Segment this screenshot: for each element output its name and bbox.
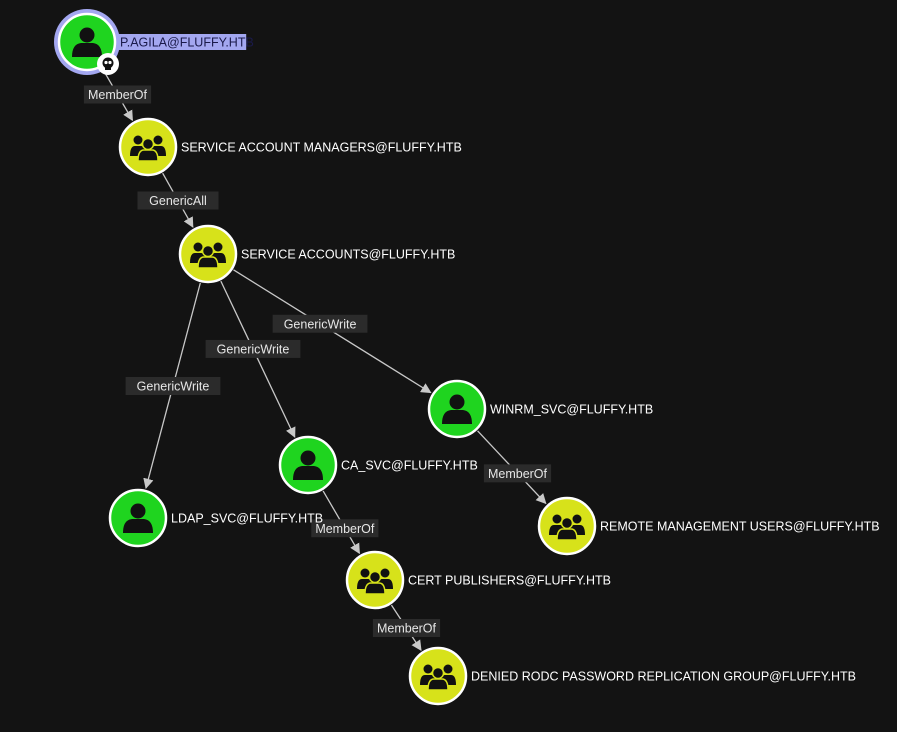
edge-label-background — [125, 377, 221, 395]
node-winrm[interactable]: WINRM_SVC@FLUFFY.HTB — [427, 379, 653, 439]
edge-label-text: GenericWrite — [137, 380, 210, 394]
node-cp[interactable]: CERT PUBLISHERS@FLUFFY.HTB — [345, 550, 611, 610]
edge-label-sam-sa[interactable]: GenericAll — [137, 191, 219, 210]
node-label: P.AGILA@FLUFFY.HTB — [120, 36, 254, 50]
edge-label-pagila-sam[interactable]: MemberOf — [83, 85, 152, 104]
node-ldap[interactable]: LDAP_SVC@FLUFFY.HTB — [108, 488, 323, 548]
node-label: CA_SVC@FLUFFY.HTB — [341, 459, 478, 473]
edge-label-background — [83, 85, 152, 104]
group-icon — [357, 568, 393, 595]
edge-label-background — [272, 314, 368, 333]
node-sam[interactable]: SERVICE ACCOUNT MANAGERS@FLUFFY.HTB — [118, 117, 462, 177]
edge-label-text: GenericAll — [149, 194, 207, 208]
edge-label-text: MemberOf — [315, 522, 375, 536]
node-label: WINRM_SVC@FLUFFY.HTB — [490, 403, 653, 417]
edge-label-text: MemberOf — [377, 622, 437, 636]
user-icon — [123, 503, 153, 533]
group-icon — [190, 242, 226, 269]
user-icon — [442, 394, 472, 424]
skull-icon — [97, 53, 119, 75]
user-icon — [72, 27, 102, 57]
group-icon — [420, 664, 456, 691]
edge-label-sa-ldap[interactable]: GenericWrite — [125, 377, 221, 395]
edge-label-background — [483, 464, 552, 483]
edge-label-background — [205, 339, 301, 358]
node-rmu[interactable]: REMOTE MANAGEMENT USERS@FLUFFY.HTB — [537, 496, 880, 556]
node-label: DENIED RODC PASSWORD REPLICATION GROUP@F… — [471, 670, 856, 684]
edge-label-text: GenericWrite — [284, 317, 357, 331]
node-label: SERVICE ACCOUNT MANAGERS@FLUFFY.HTB — [181, 141, 462, 155]
edge-sa-ca[interactable] — [220, 280, 296, 438]
node-sa[interactable]: SERVICE ACCOUNTS@FLUFFY.HTB — [178, 224, 455, 284]
edge-label-sa-winrm[interactable]: GenericWrite — [272, 314, 368, 333]
group-icon — [549, 514, 585, 541]
node-label: SERVICE ACCOUNTS@FLUFFY.HTB — [241, 248, 455, 262]
node-label: REMOTE MANAGEMENT USERS@FLUFFY.HTB — [600, 520, 880, 534]
edge-label-ca-cp[interactable]: MemberOf — [311, 519, 379, 538]
group-icon — [130, 135, 166, 162]
edge-label-background — [137, 191, 219, 210]
nodes-layer: P.AGILA@FLUFFY.HTB SERVICE ACCOUNT MANAGE… — [54, 9, 880, 706]
node-label: CERT PUBLISHERS@FLUFFY.HTB — [408, 574, 611, 588]
edge-label-text: MemberOf — [488, 467, 548, 481]
edge-label-background — [311, 519, 379, 538]
edge-labels-layer: MemberOfGenericAllGenericWriteGenericWri… — [83, 85, 552, 637]
node-drodc[interactable]: DENIED RODC PASSWORD REPLICATION GROUP@F… — [408, 646, 856, 706]
node-label: LDAP_SVC@FLUFFY.HTB — [171, 512, 323, 526]
edge-label-text: MemberOf — [88, 88, 148, 102]
edge-label-sa-ca[interactable]: GenericWrite — [205, 339, 301, 358]
edge-line[interactable] — [220, 280, 296, 438]
edge-label-winrm-rmu[interactable]: MemberOf — [483, 464, 552, 483]
node-ca[interactable]: CA_SVC@FLUFFY.HTB — [278, 435, 478, 495]
edge-label-cp-drodc[interactable]: MemberOf — [372, 619, 441, 637]
edge-label-text: GenericWrite — [217, 342, 290, 356]
edge-label-background — [372, 619, 441, 637]
node-pagila[interactable]: P.AGILA@FLUFFY.HTB — [54, 9, 254, 75]
user-icon — [293, 450, 323, 480]
node-label-highlight — [118, 34, 247, 50]
